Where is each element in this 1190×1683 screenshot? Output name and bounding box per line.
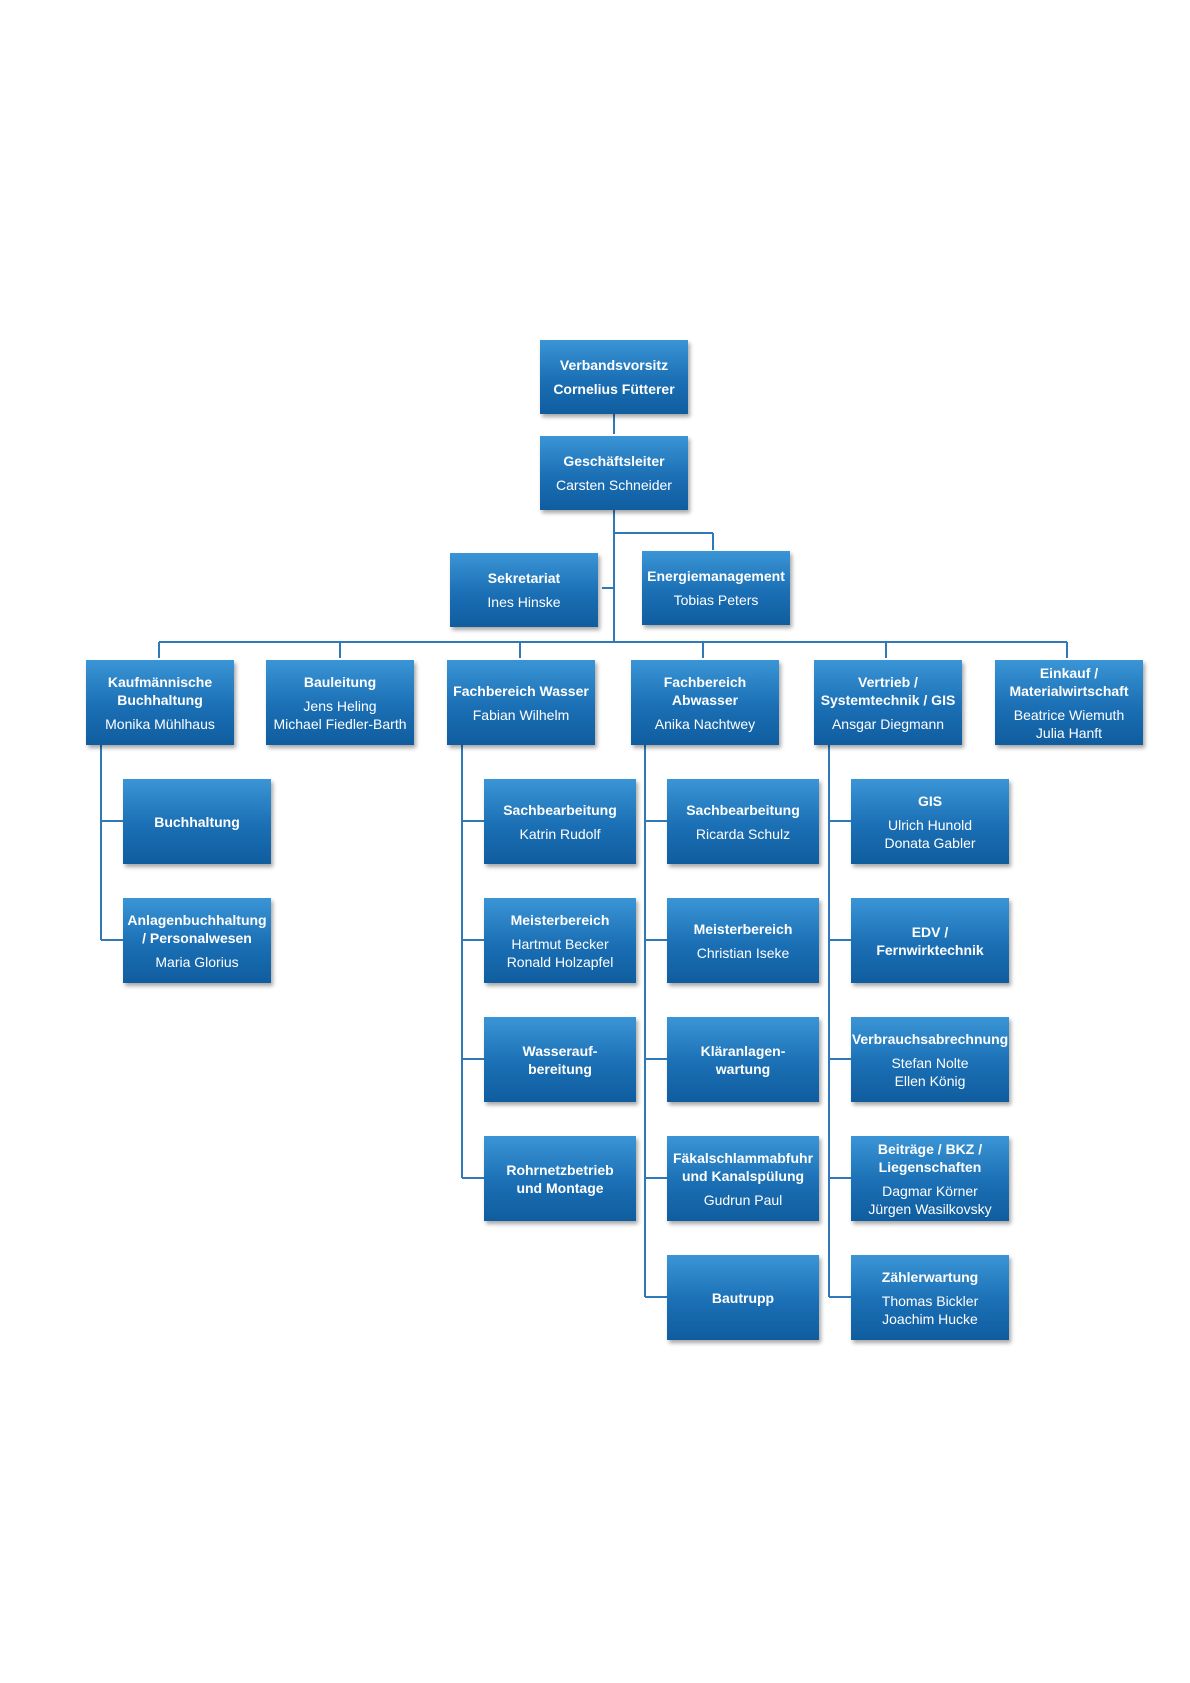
node-fachbereich-wasser: Fachbereich Wasser Fabian Wilhelm [447, 660, 595, 745]
node-sekretariat: Sekretariat Ines Hinske [450, 553, 598, 627]
node-title: Energiemanagement [647, 568, 785, 584]
node-wasseraufbereitung: Wasserauf- bereitung [484, 1017, 636, 1102]
node-title: Beiträge / BKZ / Liegenschaften [877, 1140, 983, 1175]
node-title: Sachbearbeitung [503, 801, 617, 818]
node-people: Katrin Rudolf [519, 825, 601, 842]
node-verbandsvorsitz: Verbandsvorsitz Cornelius Fütterer [540, 340, 688, 414]
node-einkauf-materialwirtschaft: Einkauf / Materialwirtschaft Beatrice Wi… [995, 660, 1143, 745]
node-bauleitung: Bauleitung Jens Heling Michael Fiedler-B… [266, 660, 414, 745]
node-title: Bauleitung [303, 673, 377, 690]
node-title: Anlagenbuchhaltung / Personalwesen [127, 911, 267, 946]
node-people: Ansgar Diegmann [831, 715, 945, 732]
node-people: Tobias Peters [673, 592, 759, 608]
node-gis: GIS Ulrich Hunold Donata Gabler [851, 779, 1009, 864]
node-title: Sachbearbeitung [686, 801, 800, 818]
node-people: Christian Iseke [696, 944, 790, 961]
node-energiemanagement: Energiemanagement Tobias Peters [642, 551, 790, 625]
node-people: Carsten Schneider [556, 477, 672, 493]
node-kaufmaennische-buchhaltung: Kaufmännische Buchhaltung Monika Mühlhau… [86, 660, 234, 745]
node-title: Meisterbereich [510, 911, 610, 928]
node-people: Ines Hinske [487, 594, 561, 610]
node-title: Kaufmännische Buchhaltung [107, 673, 213, 708]
node-people: Dagmar Körner Jürgen Wasilkovsky [868, 1182, 992, 1217]
node-people: Monika Mühlhaus [105, 715, 215, 732]
node-title: Vertrieb / Systemtechnik / GIS [820, 673, 956, 708]
node-title: Bautrupp [711, 1289, 775, 1306]
node-people: Jens Heling Michael Fiedler-Barth [273, 697, 407, 732]
node-people: Thomas Bickler Joachim Hucke [881, 1292, 979, 1327]
node-wasser-meisterbereich: Meisterbereich Hartmut Becker Ronald Hol… [484, 898, 636, 983]
node-vertrieb-systemtechnik-gis: Vertrieb / Systemtechnik / GIS Ansgar Di… [814, 660, 962, 745]
node-geschaeftsleiter: Geschäftsleiter Carsten Schneider [540, 436, 688, 510]
node-people: Maria Glorius [155, 953, 239, 970]
node-people: Gudrun Paul [703, 1191, 783, 1208]
node-fachbereich-abwasser: Fachbereich Abwasser Anika Nachtwey [631, 660, 779, 745]
node-buchhaltung: Buchhaltung [123, 779, 271, 864]
node-anlagenbuchhaltung-personalwesen: Anlagenbuchhaltung / Personalwesen Maria… [123, 898, 271, 983]
node-beitraege-bkz-liegenschaften: Beiträge / BKZ / Liegenschaften Dagmar K… [851, 1136, 1009, 1221]
node-zaehlerwartung: Zählerwartung Thomas Bickler Joachim Huc… [851, 1255, 1009, 1340]
node-people: Stefan Nolte Ellen König [891, 1054, 969, 1089]
node-people: Hartmut Becker Ronald Holzapfel [506, 935, 614, 970]
node-title: Fachbereich Wasser [453, 682, 589, 699]
node-title: Fäkalschlammabfuhr und Kanalspülung [672, 1149, 814, 1184]
node-title: Fachbereich Abwasser [663, 673, 747, 708]
node-people: Ulrich Hunold Donata Gabler [884, 816, 976, 851]
node-people: Anika Nachtwey [654, 715, 756, 732]
node-title: Verbandsvorsitz [559, 357, 669, 373]
node-title: Sekretariat [487, 570, 561, 586]
node-title: Verbrauchsabrechnung [851, 1030, 1009, 1047]
node-people: Beatrice Wiemuth Julia Hanft [1013, 706, 1125, 741]
node-klaeranlagenwartung: Kläranlagen- wartung [667, 1017, 819, 1102]
node-title: Wasserauf- bereitung [522, 1042, 598, 1077]
node-wasser-sachbearbeitung: Sachbearbeitung Katrin Rudolf [484, 779, 636, 864]
node-title: Buchhaltung [154, 813, 240, 830]
node-abwasser-meisterbereich: Meisterbereich Christian Iseke [667, 898, 819, 983]
node-rohrnetzbetrieb-montage: Rohrnetzbetrieb und Montage [484, 1136, 636, 1221]
node-title: EDV / Fernwirktechnik [876, 923, 984, 958]
node-title: GIS [917, 792, 943, 809]
node-abwasser-sachbearbeitung: Sachbearbeitung Ricarda Schulz [667, 779, 819, 864]
node-people: Fabian Wilhelm [472, 706, 570, 723]
node-title: Geschäftsleiter [563, 453, 665, 469]
node-title: Meisterbereich [693, 920, 793, 937]
node-edv-fernwirktechnik: EDV / Fernwirktechnik [851, 898, 1009, 983]
node-title: Kläranlagen- wartung [700, 1042, 786, 1077]
node-verbrauchsabrechnung: Verbrauchsabrechnung Stefan Nolte Ellen … [851, 1017, 1009, 1102]
node-people: Cornelius Fütterer [553, 381, 675, 397]
node-bautrupp: Bautrupp [667, 1255, 819, 1340]
node-title: Einkauf / Materialwirtschaft [1009, 664, 1129, 699]
node-title: Rohrnetzbetrieb und Montage [506, 1161, 614, 1196]
node-title: Zählerwartung [881, 1268, 979, 1285]
node-faekalschlammabfuhr: Fäkalschlammabfuhr und Kanalspülung Gudr… [667, 1136, 819, 1221]
node-people: Ricarda Schulz [695, 825, 791, 842]
